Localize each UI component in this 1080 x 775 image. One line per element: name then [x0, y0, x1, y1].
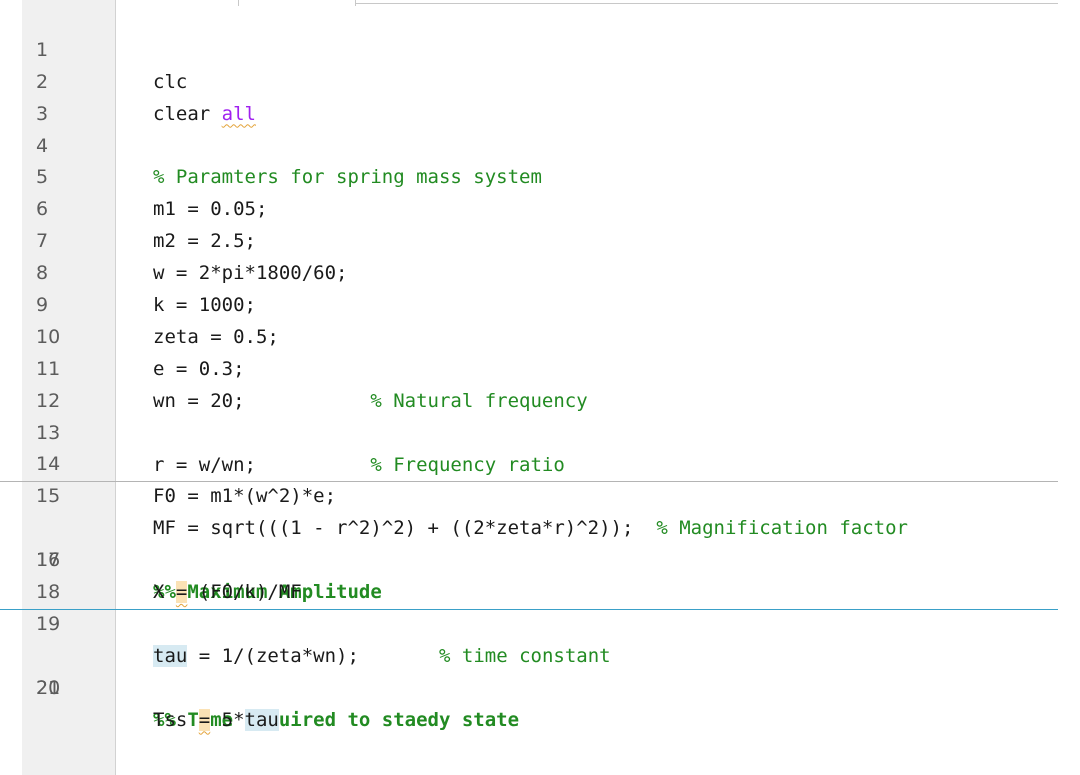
- line-code: w = 2*pi*1800/60;: [153, 258, 347, 290]
- code-line-7[interactable]: 7 w = 2*pi*1800/60;: [0, 194, 1080, 284]
- active-editor-tab[interactable]: [238, 0, 356, 6]
- code-text: w = 2*pi*1800/60;: [153, 262, 348, 285]
- code-keyword-warning[interactable]: all: [221, 102, 256, 125]
- editor-tab-strip: [238, 0, 1058, 6]
- code-line-16[interactable]: 16 %% Maximum Amplitude: [0, 481, 1080, 603]
- code-line-19[interactable]: 19 tau = 1/(zeta*wn); % time constant: [0, 577, 1080, 667]
- line-code: F0 = m1*(w^2)*e;: [153, 481, 336, 513]
- code-text: r = w/wn;: [153, 453, 371, 476]
- section-header: %% Maximum Amplitude: [153, 581, 382, 604]
- line-code: % Paramters for spring mass system: [153, 162, 542, 194]
- code-text: clc: [153, 70, 188, 93]
- code-text: = 1/(zeta*wn);: [187, 644, 439, 667]
- highlighted-variable[interactable]: tau: [244, 708, 279, 731]
- line-number: 18: [36, 581, 61, 604]
- code-text: wn = 20;: [153, 389, 371, 412]
- section-divider-current: [0, 608, 1058, 610]
- code-text: clear: [153, 102, 222, 125]
- line-number: 1: [36, 38, 49, 61]
- line-code: clear all: [153, 99, 256, 131]
- code-text: (F0/k)/MF: [187, 581, 302, 604]
- code-line-14[interactable]: 14 F0 = m1*(w^2)*e;: [0, 418, 1080, 507]
- highlighted-variable[interactable]: tau: [153, 644, 188, 667]
- line-number: 5: [36, 166, 49, 189]
- line-code: clc: [153, 67, 187, 99]
- code-line-15[interactable]: 15 MF = sqrt(((1 - r^2)^2) + ((2*zeta*r)…: [0, 449, 1080, 539]
- code-line-6[interactable]: 6 m2 = 2.5;: [0, 162, 1080, 252]
- code-line-17[interactable]: 17 X = (F0/k)/MF: [0, 513, 1080, 604]
- code-line-4[interactable]: 4 % Paramters for spring mass system: [0, 99, 1080, 189]
- line-code: k = 1000;: [153, 290, 256, 322]
- code-text: m1 = 0.05;: [153, 198, 268, 221]
- line-code: zeta = 0.5;: [153, 322, 279, 354]
- line-number: 3: [36, 102, 49, 125]
- line-number: 4: [36, 134, 49, 157]
- line-number: 2: [36, 70, 49, 93]
- code-line-21[interactable]: 21 Tss = 5*tau: [0, 641, 1080, 731]
- code-line-12[interactable]: 12: [0, 354, 1080, 412]
- code-line-5[interactable]: 5 m1 = 0.05;: [0, 131, 1080, 220]
- code-lines: 1 clc 2 clear all 3 4 % Paramters for sp…: [0, 3, 1080, 731]
- code-line-3[interactable]: 3: [0, 67, 1080, 125]
- line-code: MF = sqrt(((1 - r^2)^2) + ((2*zeta*r)^2)…: [153, 513, 908, 545]
- line-number: 13: [36, 421, 61, 444]
- code-text: Tss: [153, 708, 199, 731]
- line-code: m2 = 2.5;: [153, 226, 256, 258]
- line-number: 21: [36, 676, 61, 699]
- code-line-18[interactable]: 18: [0, 545, 1080, 603]
- code-line-10[interactable]: 10 e = 0.3;: [0, 290, 1080, 380]
- tab-strip-border: [356, 3, 1058, 4]
- line-number-gutter: [22, 0, 116, 775]
- line-number: 15: [36, 485, 61, 508]
- code-text: e = 0.3;: [153, 357, 245, 380]
- line-number: 11: [36, 357, 61, 380]
- line-code: %% Maximum Amplitude: [153, 577, 382, 609]
- line-code: m1 = 0.05;: [153, 194, 267, 226]
- line-number: 19: [36, 612, 61, 635]
- section-divider: [0, 481, 1058, 483]
- code-text: MF = sqrt(((1 - r^2)^2) + ((2*zeta*r)^2)…: [153, 517, 657, 540]
- code-warning-marker[interactable]: =: [198, 708, 211, 731]
- code-line-1[interactable]: 1 clc: [0, 3, 1080, 93]
- line-code: e = 0.3;: [153, 354, 245, 386]
- line-number: 20: [36, 676, 61, 699]
- code-comment: % Paramters for spring mass system: [153, 166, 542, 189]
- line-number: 8: [36, 262, 49, 285]
- line-number: 12: [36, 389, 61, 412]
- code-line-8[interactable]: 8 k = 1000;: [0, 226, 1080, 316]
- code-comment: % time constant: [439, 644, 611, 667]
- line-number: 9: [36, 294, 49, 317]
- line-code: wn = 20; % Natural frequency: [153, 386, 588, 418]
- code-line-20[interactable]: 20 %% Time required to staedy state: [0, 608, 1080, 731]
- code-text: F0 = m1*(w^2)*e;: [153, 485, 337, 508]
- code-comment: % Frequency ratio: [370, 453, 565, 476]
- code-line-9[interactable]: 9 zeta = 0.5;: [0, 258, 1080, 348]
- line-code: Tss = 5*tau: [153, 705, 279, 737]
- code-line-11[interactable]: 11 wn = 20; % Natural frequency: [0, 322, 1080, 412]
- line-code: tau = 1/(zeta*wn); % time constant: [153, 641, 611, 673]
- line-number: 14: [36, 453, 61, 476]
- line-number: 17: [36, 549, 61, 572]
- code-line-2[interactable]: 2 clear all: [0, 35, 1080, 125]
- code-line-13[interactable]: 13 r = w/wn; % Frequency ratio: [0, 386, 1080, 476]
- code-text: zeta = 0.5;: [153, 325, 279, 348]
- line-number: 7: [36, 230, 49, 253]
- line-code: X = (F0/k)/MF: [153, 577, 302, 609]
- code-text: X: [153, 581, 176, 604]
- line-number: 6: [36, 198, 49, 221]
- line-code: r = w/wn; % Frequency ratio: [153, 450, 565, 482]
- code-warning-marker[interactable]: =: [175, 581, 188, 604]
- code-text: 5*: [210, 708, 245, 731]
- code-text: k = 1000;: [153, 294, 256, 317]
- code-comment: % Magnification factor: [656, 517, 908, 540]
- code-text: m2 = 2.5;: [153, 230, 256, 253]
- code-comment: % Natural frequency: [370, 389, 588, 412]
- line-number: 16: [36, 549, 61, 572]
- line-number: 10: [36, 325, 61, 348]
